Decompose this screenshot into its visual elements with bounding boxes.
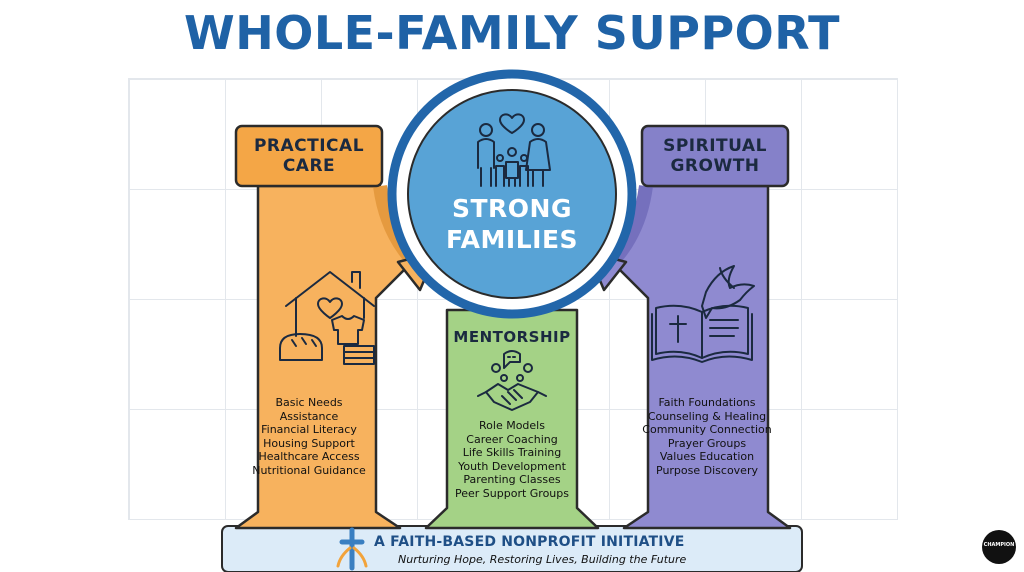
list-item: Nutritional Guidance <box>252 463 366 477</box>
list-item: Role Models <box>479 419 545 432</box>
spiritual-growth-list: Faith Foundations Counseling & Healing C… <box>640 396 774 477</box>
footer-title: A FAITH-BASED NONPROFIT INITIATIVE <box>374 534 685 550</box>
list-item: Counseling & Healing <box>647 409 767 423</box>
list-item: Faith Foundations <box>658 396 756 409</box>
center-label: STRONG FAMILIES <box>430 193 594 255</box>
list-item: Housing Support <box>263 436 355 450</box>
list-item: Parenting Classes <box>463 473 561 486</box>
brand-logo: CHAMPION <box>982 530 1016 564</box>
list-item: Financial Literacy <box>261 423 357 436</box>
spiritual-growth-title-box <box>640 124 790 188</box>
mentorship-list: Role Models Career Coaching Life Skills … <box>450 419 574 500</box>
brand-logo-text: CHAMPION <box>983 542 1015 548</box>
list-item: Purpose Discovery <box>656 463 758 477</box>
list-item: Community Connection <box>642 423 772 436</box>
list-item: Youth Development <box>458 459 566 473</box>
list-item: Prayer Groups <box>667 436 747 450</box>
footer-subtitle: Nurturing Hope, Restoring Lives, Buildin… <box>398 553 687 566</box>
list-item: Basic Needs Assistance <box>275 396 343 423</box>
list-item: Career Coaching <box>466 432 558 446</box>
list-item: Peer Support Groups <box>455 486 569 500</box>
cross-logo <box>336 527 368 571</box>
handshake-icon <box>477 350 547 411</box>
home-basics-icon <box>279 271 375 365</box>
spiritual-growth-title: SPIRITUAL GROWTH <box>642 136 788 176</box>
list-item: Life Skills Training <box>462 446 562 459</box>
practical-care-title-box <box>234 124 384 188</box>
mentorship-title: MENTORSHIP <box>453 328 571 346</box>
center-circle <box>407 89 617 299</box>
spiritual-growth-title-line2: GROWTH <box>670 156 760 176</box>
bible-dove-icon <box>651 265 755 363</box>
center-label-line2: FAMILIES <box>445 225 579 254</box>
center-label-line1: STRONG <box>451 194 572 223</box>
list-item: Values Education <box>659 450 755 463</box>
practical-care-title: PRACTICAL CARE <box>236 136 382 176</box>
practical-care-title-line1: PRACTICAL <box>253 136 365 156</box>
spiritual-growth-title-line1: SPIRITUAL <box>663 136 767 156</box>
practical-care-list: Basic Needs Assistance Financial Literac… <box>246 396 372 477</box>
practical-care-title-line2: CARE <box>282 156 336 176</box>
page-title: WHOLE-FAMILY SUPPORT <box>183 6 841 60</box>
list-item: Healthcare Access <box>258 450 360 463</box>
family-icon <box>477 113 551 187</box>
